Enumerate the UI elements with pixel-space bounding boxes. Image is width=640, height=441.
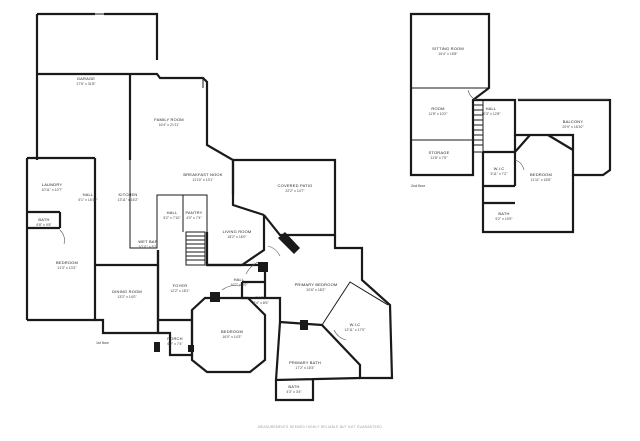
garage-name: GARAGE xyxy=(77,76,95,81)
door-swings xyxy=(59,229,347,341)
family-room-walls xyxy=(128,72,235,195)
measurement-disclaimer: MEASUREMENTS DEEMED HIGHLY RELIABLE BUT … xyxy=(258,425,382,429)
walk-in-closet-walls xyxy=(321,281,389,326)
wic-main-dim: 12'11" x 17'0" xyxy=(345,328,367,332)
pantry-walls xyxy=(183,194,208,232)
primary-bath-dim: 17'2" x 15'3" xyxy=(295,366,315,370)
living-room-walls xyxy=(205,215,266,267)
wic-main-name: W.I.C xyxy=(350,322,361,327)
second-floor-plan xyxy=(409,12,612,234)
laundry-bath-walls xyxy=(25,156,97,320)
room-labels: GARAGE 27'6" x 31'8" FAMILY ROOM 16'4" x… xyxy=(36,46,584,394)
dining-room-name: DINING ROOM xyxy=(112,289,142,294)
bath-4-dim: 9'2" x 10'9" xyxy=(495,217,513,221)
bedroom-1-name: BEDROOM xyxy=(56,260,78,265)
storage-dim: 11'8" x 7'5" xyxy=(431,156,449,160)
pantry-dim: 4'0" x 7'4" xyxy=(186,216,202,220)
kitchen-dim: 13'11" x 16'2" xyxy=(118,198,140,202)
garage-walls xyxy=(35,12,159,160)
wic-2nd-name: W.I.C xyxy=(494,166,505,171)
primary-bedroom-name: PRIMARY BEDROOM xyxy=(295,282,338,287)
room-dim: 11'8" x 10'2" xyxy=(429,112,449,116)
wet-bar-name: WET BAR xyxy=(138,239,158,244)
covered-patio-dim: 22'2" x 14'7" xyxy=(285,189,305,193)
foyer-name: FOYER xyxy=(173,283,188,288)
wet-bar-dim: 10'11" x 5'7" xyxy=(139,245,159,249)
bath-3-name: BATH xyxy=(288,384,299,389)
covered-patio-walls xyxy=(231,158,337,237)
closet-pillar xyxy=(300,320,308,330)
kitchen-name: KITCHEN xyxy=(119,192,138,197)
sitting-room-name: SITTING ROOM xyxy=(432,46,464,51)
hall-kitchen-dim: 5'2" x 7'10" xyxy=(163,216,181,220)
room-name: ROOM xyxy=(431,106,444,111)
bedroom-2-name: BEDROOM xyxy=(221,329,243,334)
covered-patio-name: COVERED PATIO xyxy=(278,183,313,188)
sitting-room-dim: 16'4" x 15'8" xyxy=(438,52,458,56)
hall-garage-dim: 5'1" x 16'10" xyxy=(78,198,98,202)
hall-2nd-name: HALL xyxy=(486,106,497,111)
breakfast-nook-name: BREAKFAST NOOK xyxy=(183,172,222,177)
first-floor-label: 1st floor xyxy=(96,341,110,345)
first-floor-stairs xyxy=(185,231,206,266)
living-room-name: LIVING ROOM xyxy=(223,229,252,234)
laundry-name: LAUNDRY xyxy=(42,182,63,187)
hall-bath-walls xyxy=(207,263,282,322)
kitchen-interior-walls xyxy=(129,160,184,249)
bath-4-name: BATH xyxy=(498,211,509,216)
hall-bed-dim: 10'7" x 3'0" xyxy=(230,283,248,287)
bedroom-1-dim: 11'3" x 13'3" xyxy=(58,266,78,270)
hall-2nd-dim: 10'3" x 12'8" xyxy=(481,112,501,116)
bath-1-name: BATH xyxy=(38,217,49,222)
bedroom-3-name: BEDROOM xyxy=(530,172,552,177)
bedroom-3-dim: 11'11" x 18'8" xyxy=(531,178,552,182)
bath-2-name: BATH xyxy=(255,295,266,300)
bedroom-2-dim: 16'0" x 14'3" xyxy=(222,335,242,339)
first-floor-plan xyxy=(25,12,394,402)
storage-name: STORAGE xyxy=(429,150,450,155)
second-floor-stairs xyxy=(472,99,484,153)
bath-1-dim: 6'8" x 9'8" xyxy=(36,223,52,227)
bath-2-dim: 8'4" x 8'6" xyxy=(253,301,269,305)
primary-bedroom-walls xyxy=(279,235,394,380)
foyer-dim: 12'2" x 18'1" xyxy=(170,289,190,293)
bedroom-bath-walls xyxy=(481,134,575,234)
hall-kitchen-name: HALL xyxy=(167,210,178,215)
porch-dim: 6'2" x 7'4" xyxy=(167,342,183,346)
living-room-dim: 18'2" x 16'0" xyxy=(227,235,247,239)
fireplace xyxy=(278,232,300,254)
primary-bath-name: PRIMARY BATH xyxy=(289,360,321,365)
balcony-name: BALCONY xyxy=(563,119,584,124)
family-room-name: FAMILY ROOM xyxy=(154,117,184,122)
laundry-dim: 10'11" x 10'7" xyxy=(42,188,64,192)
dining-room-dim: 13'2" x 14'0" xyxy=(117,295,137,299)
porch-column-left xyxy=(154,342,160,352)
wic-2nd-dim: 5'11" x 7'2" xyxy=(491,172,509,176)
porch-name: PORCH xyxy=(167,336,182,341)
hall-garage-name: HALL xyxy=(83,192,94,197)
primary-bath-walls xyxy=(274,321,361,402)
hall-bed-name: HALL xyxy=(234,277,245,282)
column xyxy=(258,262,268,272)
second-floor-door-swings xyxy=(467,89,525,171)
primary-bedroom-dim: 20'6" x 18'2" xyxy=(306,288,326,292)
breakfast-nook-dim: 11'10" x 13'1" xyxy=(193,178,215,182)
balcony-dim: 20'9" x 16'10" xyxy=(562,125,584,129)
family-room-dim: 16'4" x 21'11" xyxy=(159,123,181,127)
second-floor-label: 2nd floor xyxy=(411,184,426,188)
pantry-name: PANTRY xyxy=(185,210,202,215)
garage-dim: 27'6" x 31'8" xyxy=(76,82,96,86)
front-bedroom-column xyxy=(210,292,220,302)
second-floor-dividers xyxy=(411,87,489,141)
bedroom-left-walls xyxy=(27,250,160,322)
second-floor-outer-walls xyxy=(409,12,491,177)
dining-walls xyxy=(93,265,160,335)
bath-3-dim: 4'3" x 3'4" xyxy=(286,390,302,394)
